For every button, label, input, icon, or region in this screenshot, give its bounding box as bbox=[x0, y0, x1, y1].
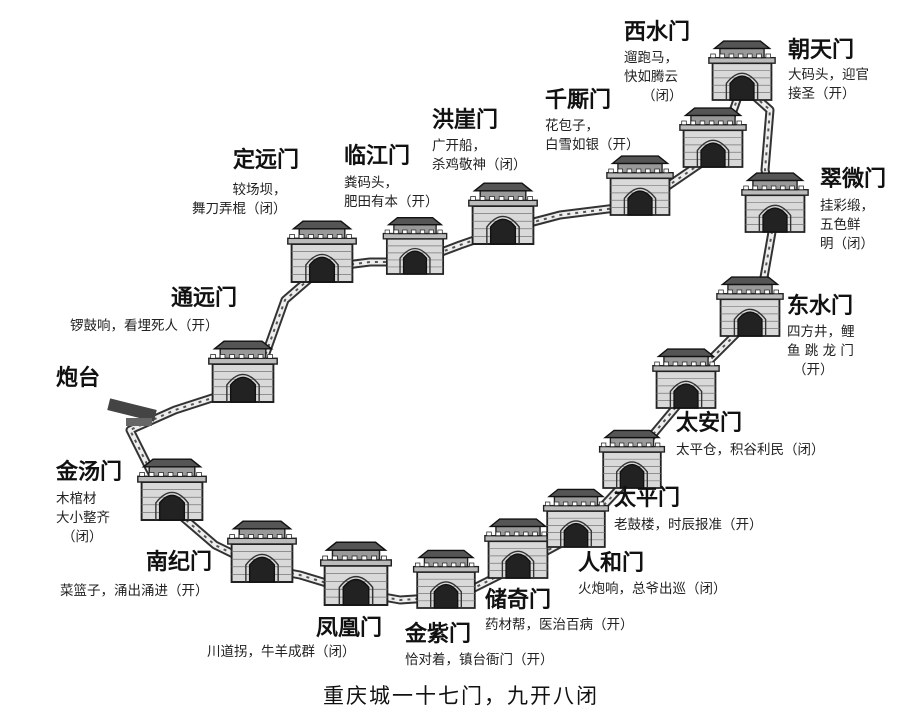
gate-name-dongshui: 东水门 bbox=[787, 294, 854, 319]
gate-tower-dingyuan bbox=[287, 220, 357, 283]
gate-desc-hongya: 广开船，杀鸡敬神（闭） bbox=[432, 138, 527, 173]
gate-tower-chaotian bbox=[708, 40, 776, 101]
gate-tower-qiansi bbox=[679, 107, 747, 168]
gate-name-taiping: 太平门 bbox=[614, 486, 681, 511]
gate-desc-xishui: 遛跑马，快如腾云（闭） bbox=[624, 50, 683, 104]
gate-desc-chaotian: 大码头，迎官接圣（开） bbox=[788, 67, 869, 102]
gate-desc-tongyuan: 锣鼓响，看埋死人（开） bbox=[70, 318, 219, 334]
gate-name-renhe: 人和门 bbox=[578, 551, 645, 576]
gate-name-nanji: 南纪门 bbox=[146, 550, 213, 575]
gate-name-qiansi: 千厮门 bbox=[545, 88, 612, 113]
gate-name-xishui: 西水门 bbox=[624, 20, 691, 45]
gate-name-cuiwei: 翠微门 bbox=[820, 167, 887, 192]
gate-desc-renhe: 火炮响，总爷出巡（闭） bbox=[578, 581, 727, 597]
gate-tower-jintang bbox=[137, 458, 207, 521]
gate-desc-chuqi: 药材帮，医治百病（开） bbox=[485, 617, 634, 633]
gate-tower-dongshui bbox=[716, 276, 784, 337]
gate-name-jinzi: 金紫门 bbox=[405, 622, 472, 647]
gate-tower-jinzi bbox=[412, 549, 480, 609]
gate-name-taian: 太安门 bbox=[676, 411, 743, 436]
paotai-label: 炮台 bbox=[56, 366, 101, 391]
gate-name-fenghuang: 凤凰门 bbox=[316, 616, 383, 641]
gate-tower-cuiwei bbox=[741, 172, 809, 233]
gate-tower-linjiang bbox=[382, 217, 448, 275]
gate-tower-taian bbox=[652, 348, 720, 409]
gate-desc-qiansi: 花包子，白雪如银（开） bbox=[545, 118, 640, 153]
gate-desc-taian: 太平仓，积谷利民（闭） bbox=[676, 442, 825, 458]
gate-desc-cuiwei: 挂彩缎，五色鲜明（闭） bbox=[820, 198, 874, 252]
gate-name-linjiang: 临江门 bbox=[344, 144, 411, 169]
gate-tower-taiping bbox=[598, 429, 666, 489]
gate-tower-hongya bbox=[468, 182, 538, 245]
gate-name-hongya: 洪崖门 bbox=[432, 108, 499, 133]
gate-desc-fenghuang: 川道拐，牛羊成群（闭） bbox=[207, 644, 356, 660]
gate-name-chaotian: 朝天门 bbox=[788, 38, 855, 63]
gate-desc-dongshui: 四方井，鲤鱼 跳 龙 门（开） bbox=[787, 324, 855, 378]
gate-desc-taiping: 老鼓楼，时辰报准（开） bbox=[614, 517, 763, 533]
gate-tower-fenghuang bbox=[319, 541, 393, 606]
gate-desc-jintang: 木棺材大小整齐（闭） bbox=[56, 491, 110, 545]
gate-tower-xishui-tower bbox=[606, 155, 674, 216]
gate-desc-linjiang: 粪码头，肥田有本（开） bbox=[344, 175, 439, 210]
gate-tower-nanji bbox=[227, 520, 297, 583]
gate-desc-nanji: 菜篮子，涌出涌进（开） bbox=[60, 583, 209, 599]
gate-name-chuqi: 储奇门 bbox=[485, 588, 552, 613]
gate-tower-tongyuan bbox=[208, 340, 278, 403]
gate-name-jintang: 金汤门 bbox=[56, 460, 123, 485]
cannon-icon bbox=[107, 398, 157, 426]
gate-tower-chuqi bbox=[484, 518, 552, 579]
gate-tower-renhe bbox=[542, 488, 610, 548]
gate-name-dingyuan: 定远门 bbox=[233, 148, 300, 173]
gate-desc-dingyuan: 较场坝，舞刀弄棍（闭） bbox=[192, 182, 287, 217]
gate-desc-jinzi: 恰对着，镇台衙门（开） bbox=[405, 652, 554, 668]
diagram-caption: 重庆城一十七门，九开八闭 bbox=[323, 684, 599, 708]
gate-name-tongyuan: 通远门 bbox=[171, 286, 238, 311]
